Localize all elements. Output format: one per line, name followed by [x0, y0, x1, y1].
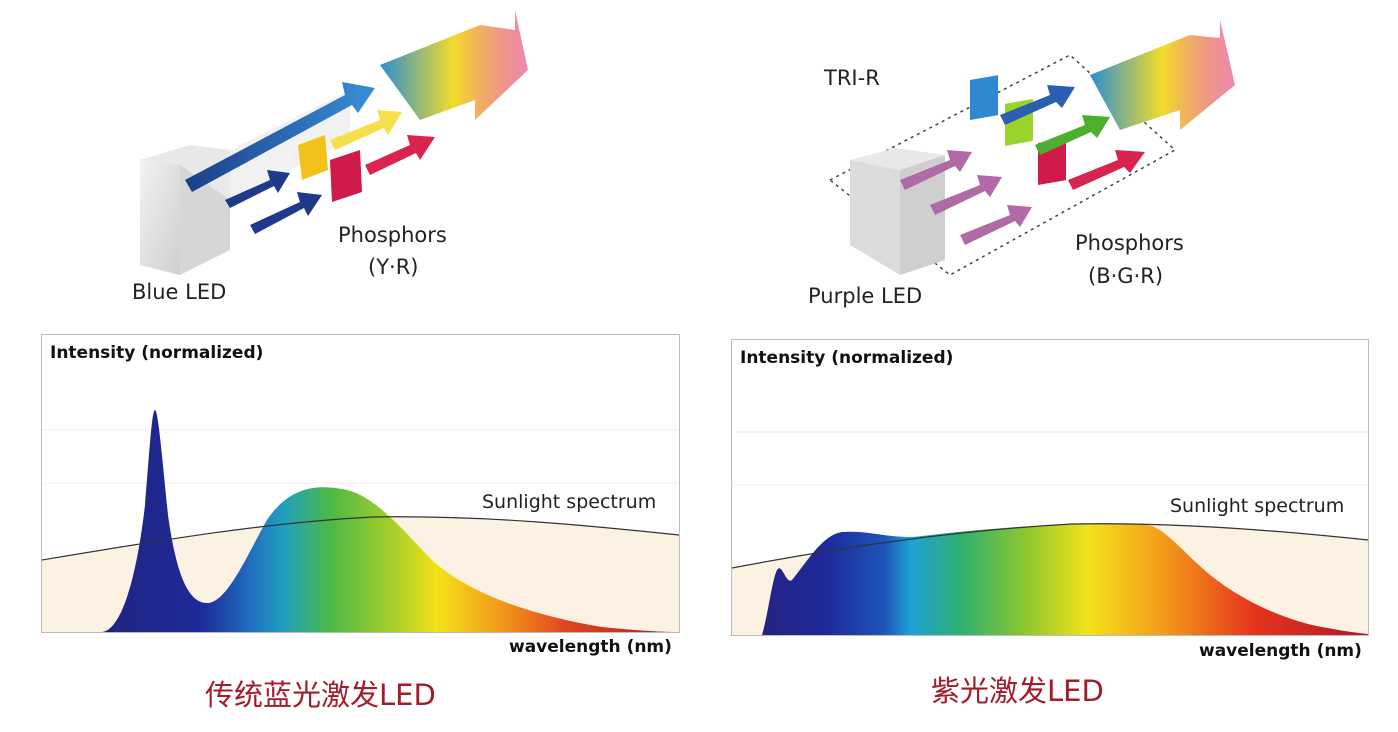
red-light-arrow	[1068, 150, 1145, 190]
led-label: Blue LED	[132, 280, 227, 304]
sunlight-spectrum-line	[732, 523, 1368, 569]
purple-light-arrows	[900, 150, 1032, 245]
purple-led-diagram: TRI-R Purple LED Phosphors (B·G·R)	[800, 20, 1240, 320]
blue-led-diagram: Blue LED Phosphors (Y·R)	[120, 10, 540, 310]
y-axis-label: Intensity (normalized)	[50, 343, 264, 363]
x-axis-label: wavelength (nm)	[1199, 641, 1362, 661]
led-label: Purple LED	[808, 284, 923, 308]
phosphor-sub-label: (B·G·R)	[1088, 264, 1164, 288]
blue-led-spectrum-plot: Intensity (normalized) Sunlight spectrum	[41, 334, 680, 633]
x-axis-label: wavelength (nm)	[509, 637, 672, 657]
blue-phosphor	[970, 75, 998, 121]
phosphor-label: Phosphors	[1075, 231, 1184, 255]
blue-light-arrow	[1000, 85, 1075, 125]
output-arrow	[380, 10, 528, 120]
purple-led-spectrum-plot: Intensity (normalized) Sunlight spectrum	[731, 339, 1369, 636]
blue-light-arrows	[185, 82, 375, 234]
purple-led-block	[850, 148, 945, 275]
output-arrow	[1090, 20, 1235, 130]
phosphor-label: Phosphors	[338, 223, 447, 247]
red-phosphor	[330, 135, 435, 202]
blue-led-illustration	[140, 10, 528, 275]
phosphor-sub-label: (Y·R)	[368, 255, 419, 279]
blue-led-spectrum	[42, 410, 679, 632]
yellow-phosphor	[298, 110, 402, 180]
blue-led-emission-curve	[42, 410, 679, 632]
purple-led-spectrum	[732, 431, 1368, 635]
purple-led-emission-curve	[732, 523, 1368, 635]
green-light-arrow	[1035, 115, 1110, 155]
y-axis-label: Intensity (normalized)	[740, 348, 954, 368]
sunlight-spectrum-line	[42, 516, 679, 561]
caption-traditional: 传统蓝光激发LED	[205, 678, 436, 712]
purple-led-illustration	[828, 20, 1235, 276]
caption-purple: 紫光激发LED	[931, 674, 1104, 708]
brand-label: TRI-R	[824, 66, 880, 90]
sunlight-label: Sunlight spectrum	[1170, 495, 1345, 517]
sunlight-label: Sunlight spectrum	[482, 491, 657, 513]
